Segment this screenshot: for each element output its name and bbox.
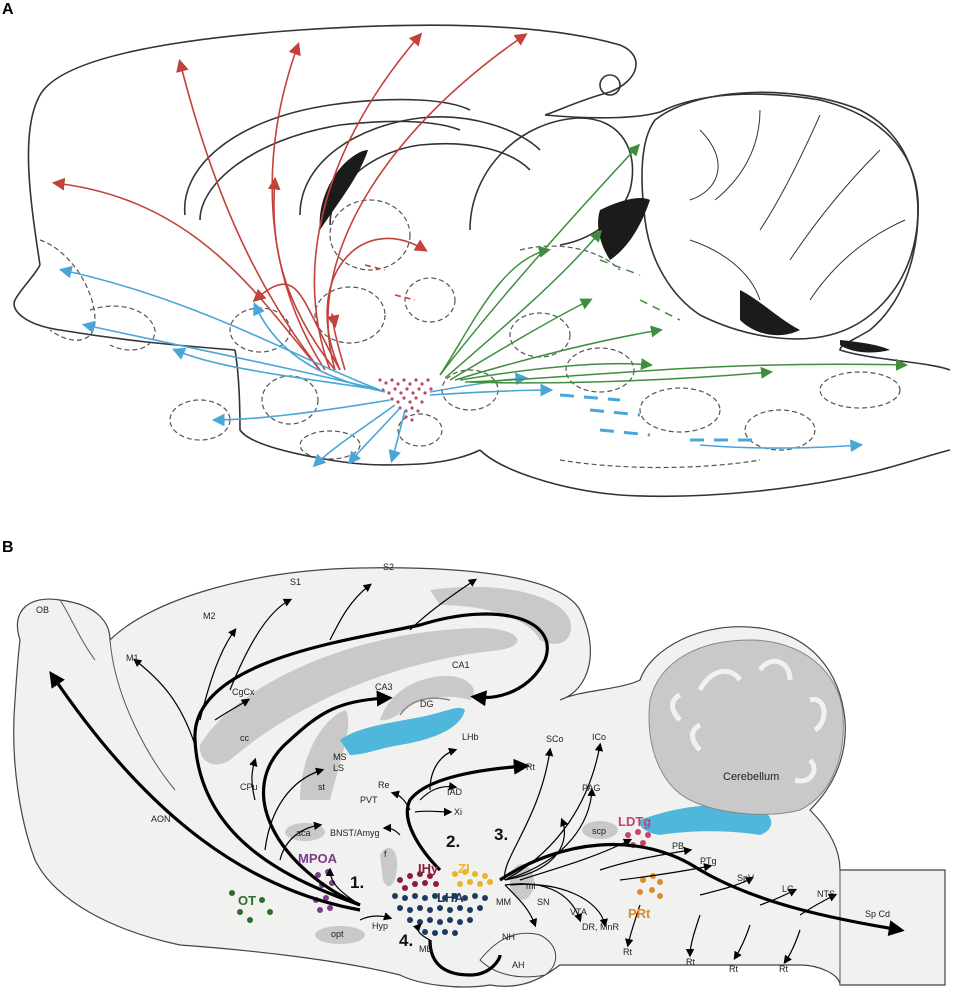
panel-b-prt-cells [637, 873, 663, 899]
panel-b-scp-blob [582, 821, 618, 839]
panel-a-ventricle-4 [840, 340, 890, 353]
panel-b: B [2, 539, 946, 988]
label-pag: PAG [582, 783, 600, 793]
label-prt: PRt [628, 906, 651, 921]
label-s2: S2 [383, 562, 394, 572]
panel-b-label: B [2, 539, 14, 556]
label-re: Re [378, 780, 390, 790]
label-rt-upper: Rt [526, 762, 535, 772]
label-ihy: IHy [418, 861, 439, 876]
panel-a: A [2, 1, 951, 498]
label-aca: aca [296, 828, 311, 838]
label-pb: PB [672, 841, 684, 851]
panel-a-green-projections [439, 143, 908, 384]
label-nts: NTS [817, 889, 835, 899]
label-ls: LS [333, 763, 344, 773]
panel-a-label: A [2, 1, 14, 18]
label-st: st [318, 782, 326, 792]
panel-a-ventricle-1 [319, 150, 368, 230]
label-ml: ml [526, 881, 536, 891]
label-bnst-amyg: BNST/Amyg [330, 828, 380, 838]
panel-a-nuclei-outlines [39, 199, 901, 469]
panel-a-red-projections [51, 32, 528, 371]
label-s1: S1 [290, 577, 301, 587]
label-ptg: PTg [700, 856, 717, 866]
label-sco: SCo [546, 734, 564, 744]
label-xi: Xi [454, 807, 462, 817]
label-lc: LC [782, 884, 794, 894]
label-ca1: CA1 [452, 660, 470, 670]
label-mm: MM [496, 897, 511, 907]
panel-b-labels: OB M1 M2 S1 S2 CgCx cc CA1 CA3 DG CPu MS… [36, 562, 890, 974]
label-ah: AH [512, 960, 525, 970]
panel-a-cortex-outline [27, 24, 951, 371]
label-ob: OB [36, 605, 49, 615]
label-dg: DG [420, 699, 434, 709]
panel-b-st-band [300, 710, 349, 800]
panel-b-upper-cortex-band [430, 586, 571, 644]
pathway-number-2: 2. [446, 832, 460, 851]
pathway-number-3: 3. [494, 825, 508, 844]
label-spv: SpV [737, 873, 754, 883]
label-pvt: PVT [360, 795, 378, 805]
label-dr-mnr: DR, MnR [582, 922, 620, 932]
panel-b-cerebellum-folia [670, 658, 827, 784]
label-m1: M1 [126, 653, 139, 663]
label-me: ME [419, 944, 433, 954]
label-ca3: CA3 [375, 682, 393, 692]
label-cgcx: CgCx [232, 687, 255, 697]
label-rt-2: Rt [686, 957, 695, 967]
panel-b-f-blob [380, 848, 398, 887]
pathway-number-4: 4. [399, 931, 413, 950]
label-iad: IAD [447, 787, 463, 797]
label-aon: AON [151, 814, 171, 824]
panel-b-cerebellum [648, 639, 844, 815]
label-sp-cd: Sp Cd [865, 909, 890, 919]
panel-b-dg-curve [399, 697, 451, 716]
pathway-number-1: 1. [350, 873, 364, 892]
label-zi: ZI [458, 861, 470, 876]
label-lha: LHA [437, 890, 464, 905]
label-ico: ICo [592, 732, 606, 742]
label-opt: opt [331, 929, 344, 939]
label-ms: MS [333, 752, 347, 762]
label-rt-3: Rt [729, 964, 738, 974]
label-rt-4: Rt [779, 964, 788, 974]
panel-b-ot-cells [229, 890, 273, 923]
panel-b-lha-cells [392, 893, 488, 936]
panel-a-ventricle-2 [598, 198, 650, 260]
label-ot: OT [238, 893, 256, 908]
panel-a-olfactory-knob [599, 74, 621, 96]
panel-b-opt-blob [315, 926, 365, 944]
panel-a-lha-cell-cluster [378, 378, 433, 422]
label-f: f [384, 849, 387, 859]
panel-a-cerebellum [641, 91, 919, 340]
panel-b-ihy-cells [397, 871, 439, 891]
panel-a-ventricle-3 [740, 290, 800, 336]
panel-b-lateral-ventricle [340, 707, 465, 755]
label-cpu: CPu [240, 782, 258, 792]
panel-b-ah-region [479, 932, 557, 978]
panel-a-cerebellum-folia [689, 109, 906, 301]
panel-b-projections [49, 578, 905, 977]
panel-b-zi-cells [452, 869, 493, 887]
panel-a-corpus-callosum [183, 98, 471, 221]
label-ldtg: LDTg [618, 814, 651, 829]
label-lhb: LHb [462, 732, 479, 742]
panel-a-ventral-outline [13, 264, 951, 498]
label-sn: SN [537, 897, 550, 907]
label-nh: NH [502, 932, 515, 942]
panel-a-blue-projections [58, 265, 864, 468]
label-cerebellum: Cerebellum [723, 771, 779, 783]
label-mpoa: MPOA [298, 851, 338, 866]
label-scp: scp [592, 826, 606, 836]
label-rt-1: Rt [623, 947, 632, 957]
label-cc: cc [240, 733, 250, 743]
panel-b-cortical-band [199, 628, 518, 765]
label-vta: VTA [570, 907, 587, 917]
label-m2: M2 [203, 611, 216, 621]
label-hyp: Hyp [372, 921, 388, 931]
panel-b-ob-boundary [59, 599, 176, 791]
